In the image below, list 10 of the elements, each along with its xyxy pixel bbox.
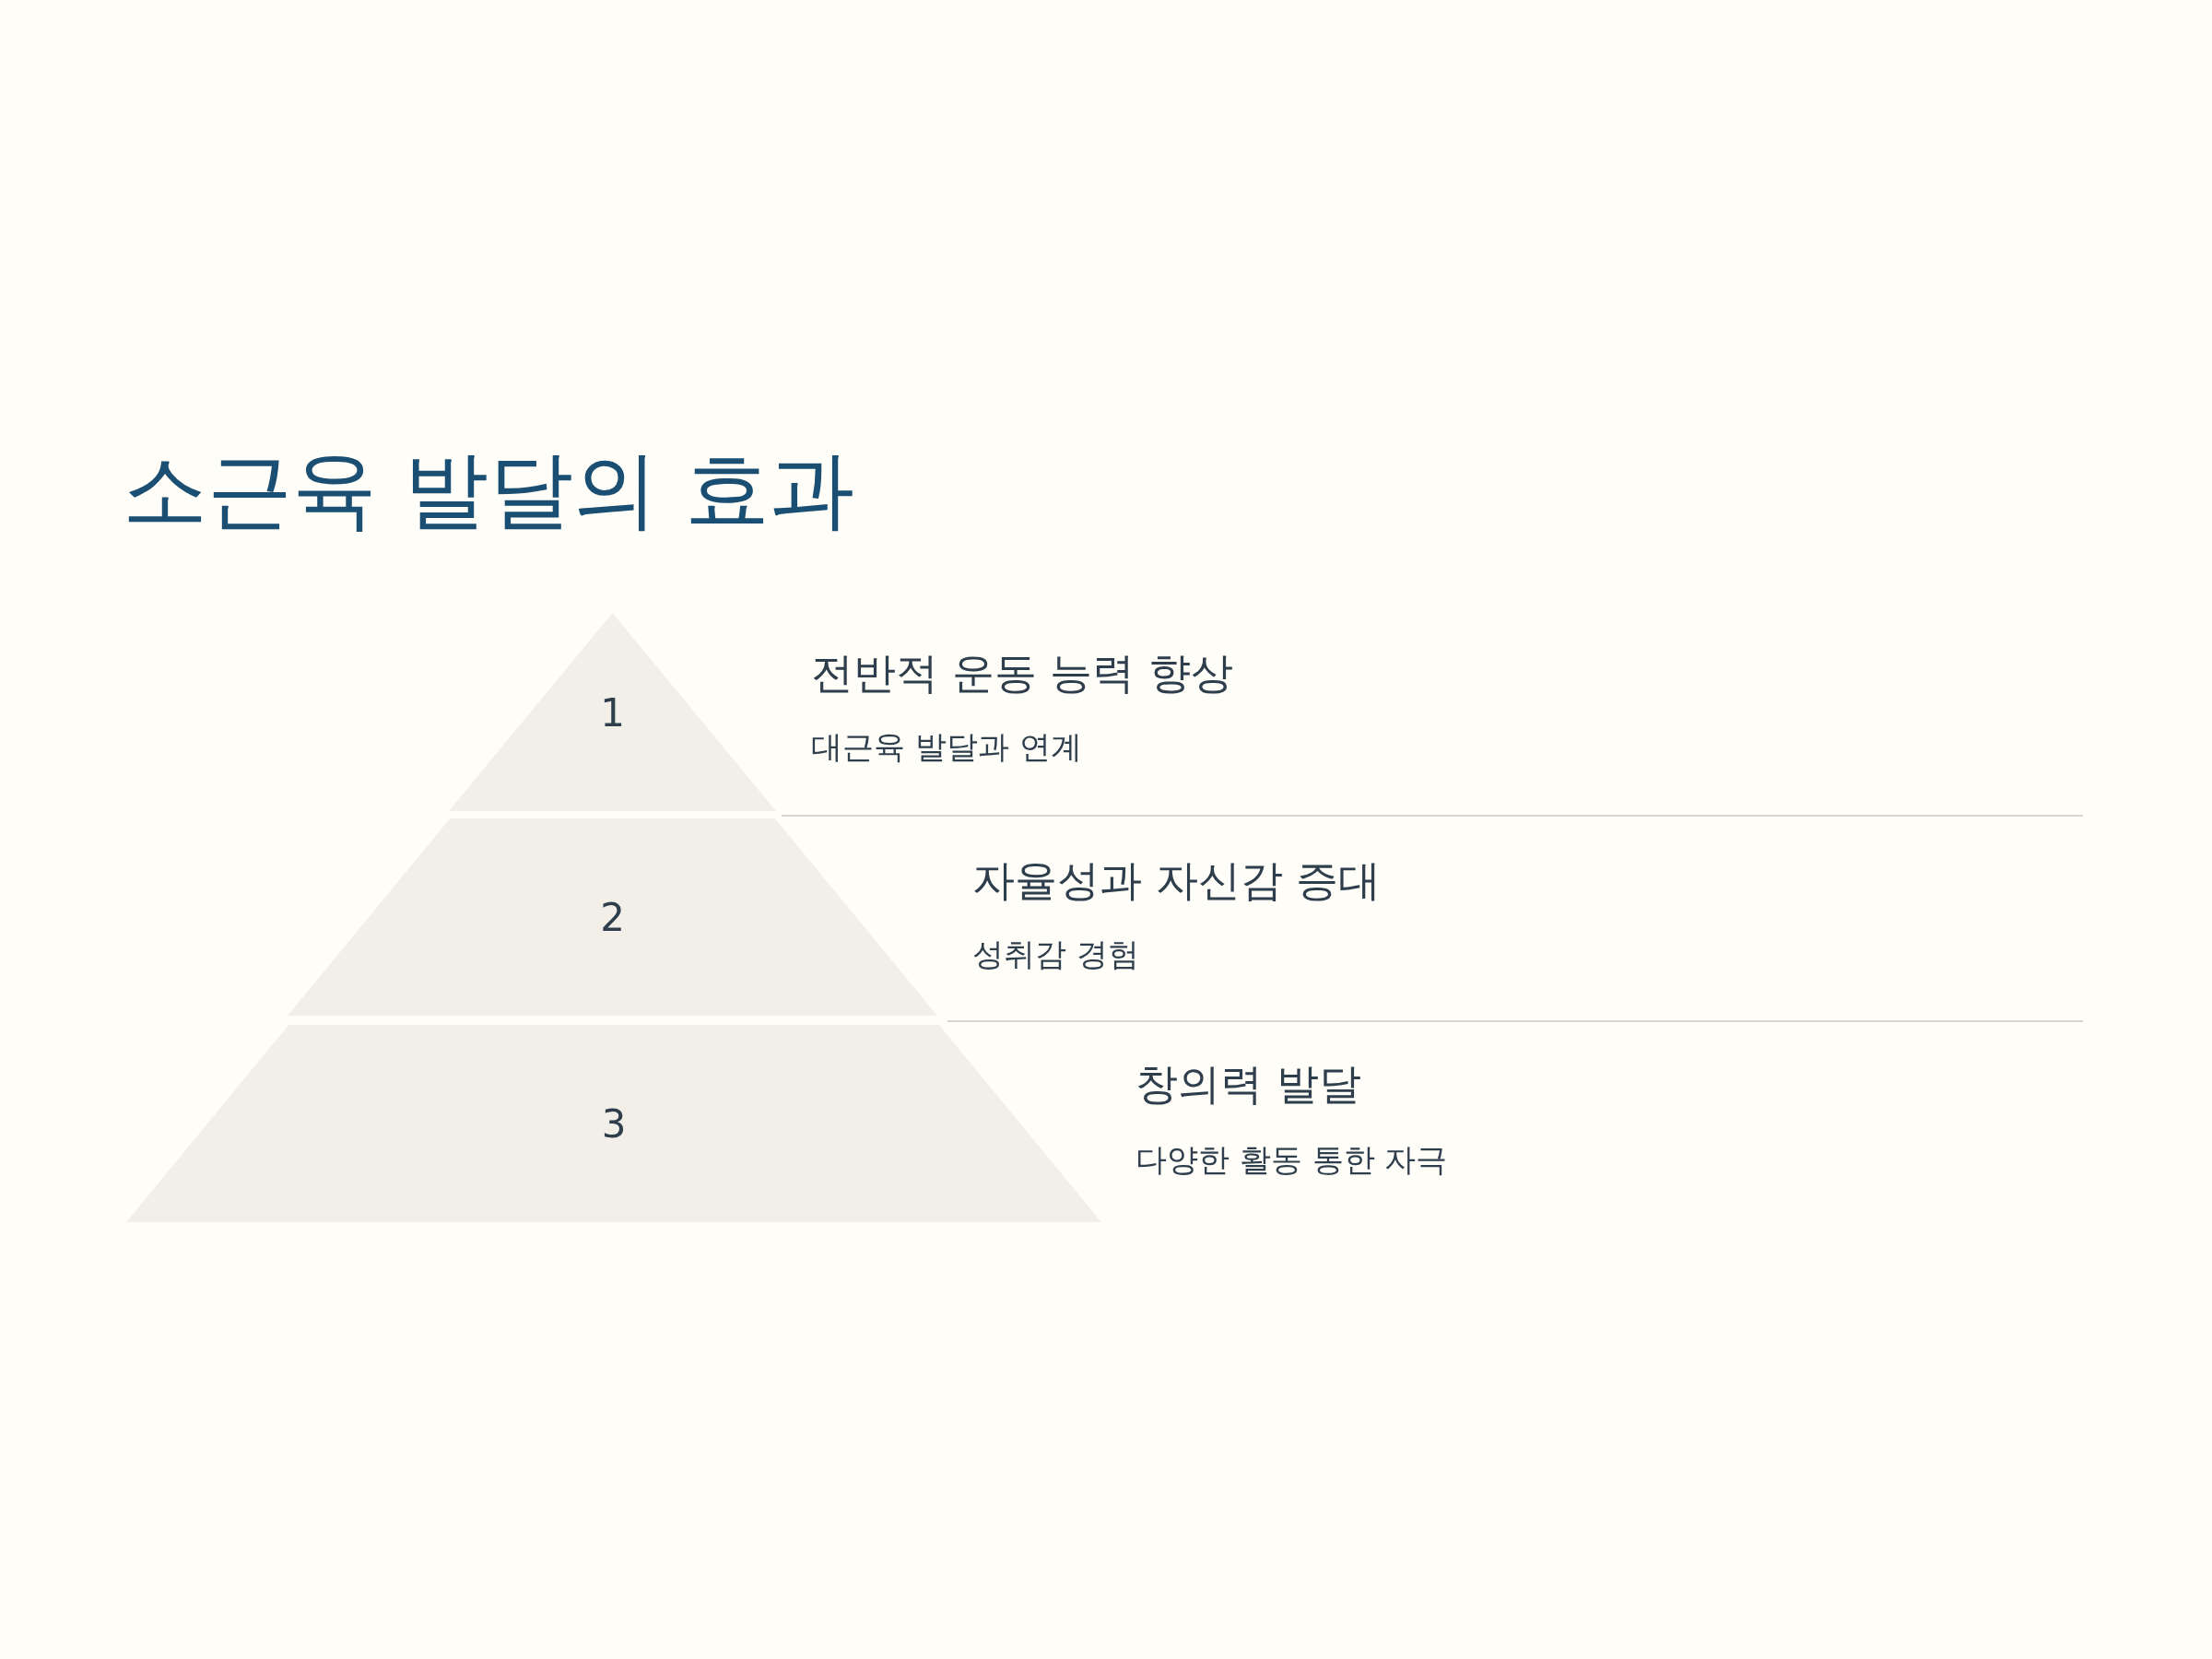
tier-heading: 자율성과 자신감 증대 (972, 854, 1382, 907)
tier-number: 1 (600, 689, 625, 735)
tier-heading: 창의력 발달 (1135, 1058, 1361, 1111)
tier-heading: 전반적 운동 능력 향상 (811, 647, 1233, 700)
tier-description: 성취감 경험 (972, 935, 1139, 974)
tier-number: 3 (601, 1100, 627, 1147)
title: 소근육 발달의 효과 (123, 440, 855, 541)
tier-description: 대근육 발달과 연계 (811, 727, 1082, 767)
tier-description: 다양한 활동 통한 자극 (1135, 1140, 1448, 1180)
tier-number: 2 (600, 894, 625, 940)
